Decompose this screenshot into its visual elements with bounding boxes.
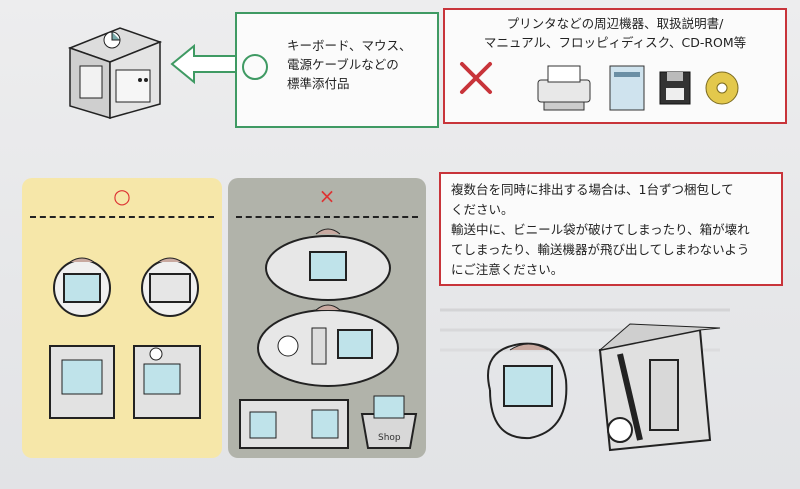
ok-arrow-icon — [170, 43, 239, 85]
excluded-line-1: プリンタなどの周辺機器、取扱説明書/ — [506, 16, 724, 31]
caution-note-box: 複数台を同時に排出する場合は、1台ずつ梱包して ください。 輸送中に、ビニール袋… — [439, 172, 783, 286]
pc-in-box-illustration — [67, 27, 163, 120]
bagged-monitor-1 — [53, 257, 111, 317]
bad-mark-icon: × — [318, 184, 336, 208]
manual-icon — [609, 65, 645, 111]
note-line-2: ください。 — [451, 202, 514, 217]
broken-box — [598, 323, 721, 452]
shop-bag-icon: Shop — [360, 395, 418, 449]
accessories-line-1: キーボード、マウス、 — [287, 38, 412, 53]
standard-accessories-box — [235, 12, 439, 128]
shop-label: Shop — [378, 433, 401, 443]
note-line-4: てしまったり、輸送機器が飛び出してしまわないよう — [451, 242, 750, 257]
panel-divider — [236, 216, 418, 218]
ok-circle-icon — [242, 54, 268, 80]
ng-cross-icon — [460, 62, 492, 94]
incorrect-packing-illustration: Shop — [239, 228, 418, 449]
torn-bag-monitor — [487, 342, 568, 440]
bag-multiple-items — [257, 304, 399, 387]
incorrect-packing-panel: × Shop — [228, 178, 426, 458]
caution-note-text: 複数台を同時に排出する場合は、1台ずつ梱包して ください。 輸送中に、ビニール袋… — [451, 180, 773, 280]
stacked-items-box — [239, 399, 349, 449]
floppy-icon — [659, 71, 691, 105]
correct-packing-panel: ○ — [22, 178, 222, 458]
boxed-monitor — [49, 345, 115, 419]
note-line-5: にご注意ください。 — [451, 262, 564, 277]
boxed-pc — [133, 345, 201, 419]
good-mark-icon: ○ — [113, 184, 131, 208]
broken-packing-illustration — [487, 323, 721, 452]
printer-icon — [537, 65, 591, 111]
cd-icon — [705, 71, 739, 105]
accessories-line-3: 標準添付品 — [287, 76, 350, 91]
standard-accessories-text: キーボード、マウス、 電源ケーブルなどの 標準添付品 — [287, 36, 427, 93]
accessories-line-2: 電源ケーブルなどの — [287, 57, 399, 72]
note-line-1: 複数台を同時に排出する場合は、1台ずつ梱包して — [451, 182, 734, 197]
peripheral-icons — [537, 65, 739, 111]
panel-divider — [30, 216, 214, 218]
note-line-3: 輸送中に、ビニール袋が破けてしまったり、箱が壊れ — [451, 222, 750, 237]
correct-packing-illustration — [49, 257, 201, 419]
excluded-items-text: プリンタなどの周辺機器、取扱説明書/ マニュアル、フロッピィディスク、CD-RO… — [452, 14, 778, 52]
bagged-pc-1 — [141, 257, 199, 317]
excluded-line-2: マニュアル、フロッピィディスク、CD-ROM等 — [483, 35, 747, 50]
bag-single-monitor — [265, 228, 391, 301]
